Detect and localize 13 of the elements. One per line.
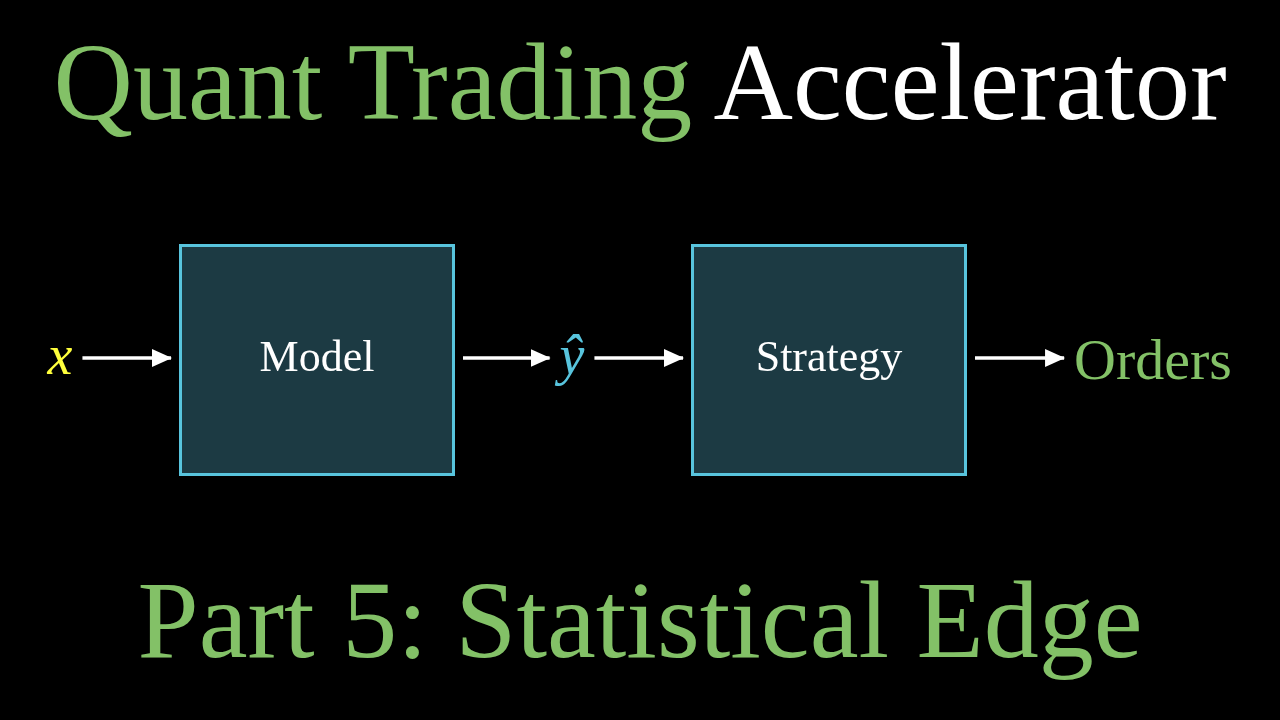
box-label: Model: [259, 330, 375, 383]
subtitle: Part 5: Statistical Edge: [137, 558, 1143, 683]
arrow: [594, 349, 684, 367]
process-box: [179, 244, 455, 476]
arrow: [82, 349, 172, 367]
process-box: [691, 244, 967, 476]
arrow: [975, 349, 1066, 367]
title: Quant Trading Accelerator: [53, 20, 1227, 145]
input-variable: x: [45, 322, 75, 390]
prediction-variable: ŷ: [557, 322, 587, 390]
output-label: Orders: [1072, 325, 1234, 395]
box-label: Strategy: [755, 330, 903, 383]
arrow: [463, 349, 551, 367]
